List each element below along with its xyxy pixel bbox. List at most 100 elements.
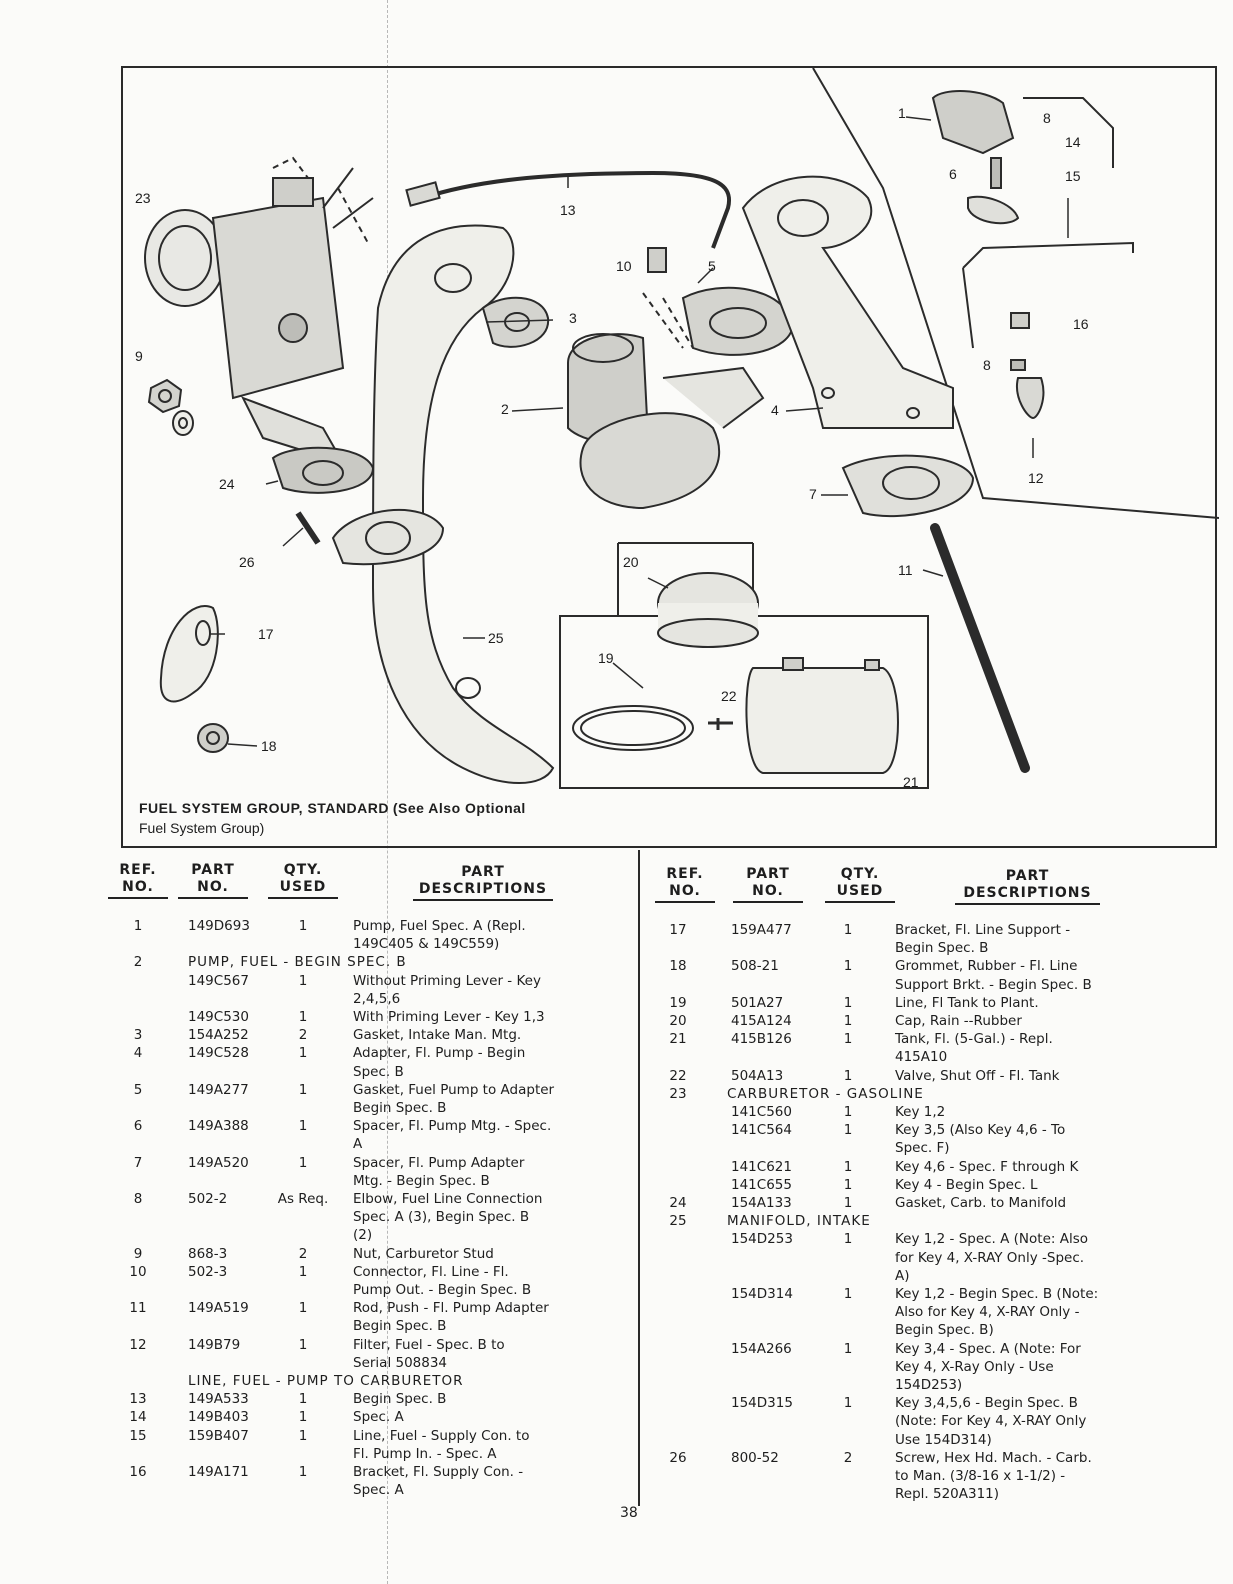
- ref-no: 8: [133, 1191, 143, 1207]
- qty-used: 1: [298, 1300, 308, 1317]
- part-description: Serial 508834: [353, 1354, 448, 1371]
- header-ref-no: REF.NO.: [108, 862, 168, 899]
- qty-used: 1: [298, 1409, 308, 1426]
- ref-no: 3: [133, 1027, 143, 1044]
- part-description: for Key 4, X-RAY Only -Spec.: [895, 1249, 1085, 1266]
- part-description: Rod, Push - Fl. Pump Adapter: [353, 1300, 549, 1317]
- part-no: 154A252: [188, 1027, 249, 1044]
- part-no: 502-2: [188, 1191, 228, 1207]
- part-no: 149B403: [188, 1409, 249, 1426]
- part-no: 149B79: [188, 1336, 241, 1353]
- part-description: Nut, Carburetor Stud: [353, 1245, 494, 1262]
- ref-no: 11: [129, 1300, 147, 1317]
- part-description: Pump, Fuel Spec. A (Repl.: [353, 918, 526, 934]
- qty-used: 1: [843, 994, 853, 1011]
- part-description: Key 1,2 - Begin Spec. B (Note:: [895, 1286, 1099, 1302]
- qty-used: 1: [843, 1195, 853, 1211]
- qty-used: As Req.: [277, 1191, 329, 1207]
- ref-no: 16: [129, 1464, 147, 1480]
- part-no: 154D315: [731, 1395, 793, 1412]
- figure-caption: FUEL SYSTEM GROUP, STANDARD (See Also Op…: [139, 798, 619, 838]
- callout-11: 11: [898, 562, 913, 578]
- part-description: Begin Spec. B): [895, 1322, 994, 1339]
- ref-no: 12: [129, 1336, 147, 1353]
- part-description: Fl. Pump In. - Spec. A: [353, 1445, 497, 1462]
- callout-8-mid: 8: [983, 357, 991, 373]
- callout-25: 25: [488, 630, 504, 646]
- caption-title: FUEL SYSTEM GROUP, STANDARD: [139, 800, 389, 816]
- callout-10: 10: [616, 258, 632, 274]
- qty-used: 1: [298, 1009, 308, 1025]
- part-description: Cap, Rain --Rubber: [895, 1013, 1022, 1029]
- pump-adapter-drawing: [741, 175, 954, 429]
- ref-no: 1: [133, 918, 143, 934]
- ref-no: 19: [669, 994, 687, 1011]
- push-rod-drawing: [930, 523, 1030, 773]
- part-no: 149A277: [188, 1081, 249, 1098]
- page-fold-line: [387, 0, 388, 1584]
- callout-7: 7: [809, 486, 817, 502]
- part-description: 149C405 & 149C559): [353, 936, 500, 953]
- part-description: Support Brkt. - Begin Spec. B: [895, 976, 1092, 993]
- part-no: 159B407: [188, 1427, 249, 1444]
- part-description: Key 3,4,5,6 - Begin Spec. B: [895, 1395, 1078, 1412]
- section-heading: PUMP, FUEL - BEGIN SPEC. B: [188, 954, 407, 971]
- part-no: 149A171: [188, 1464, 249, 1480]
- header-ref-no-right: REF.NO.: [655, 866, 715, 903]
- screw-drawing: [295, 511, 321, 545]
- qty-used: 1: [843, 958, 853, 975]
- fuel-line-13-drawing: [422, 170, 731, 249]
- qty-used: 1: [298, 1045, 308, 1062]
- part-description: Use 154D314): [895, 1431, 992, 1448]
- part-description: Spec. F): [895, 1140, 950, 1157]
- qty-used: 2: [843, 1449, 853, 1466]
- ref-no: 4: [133, 1045, 143, 1062]
- part-description: Gasket, Intake Man. Mtg.: [353, 1027, 522, 1044]
- part-description: A: [353, 1136, 363, 1153]
- qty-used: 1: [298, 1464, 308, 1480]
- ref-no: 21: [669, 1031, 687, 1048]
- part-description: Adapter, Fl. Pump - Begin: [353, 1045, 526, 1062]
- part-description: Gasket, Fuel Pump to Adapter: [353, 1081, 555, 1098]
- part-no: 149C567: [188, 972, 249, 989]
- callout-9: 9: [135, 348, 143, 364]
- part-no: 149C530: [188, 1009, 249, 1025]
- ref-no: 13: [129, 1391, 147, 1408]
- parts-illustration: [144, 68, 1219, 789]
- part-description: Key 3,4 - Spec. A (Note: For: [895, 1340, 1081, 1357]
- qty-used: 2: [298, 1245, 308, 1262]
- ref-no: 2: [133, 954, 143, 971]
- callout-13: 13: [560, 202, 576, 218]
- callout-15: 15: [1065, 168, 1081, 184]
- part-description: Key 1,2 - Spec. A (Note: Also: [895, 1231, 1089, 1248]
- callout-16: 16: [1073, 316, 1089, 332]
- part-no: 149A533: [188, 1391, 249, 1408]
- callout-26: 26: [239, 554, 255, 570]
- part-description: Begin Spec. B: [353, 1318, 447, 1335]
- part-no: 141C655: [731, 1176, 792, 1193]
- part-description: Bracket, Fl. Supply Con. -: [353, 1464, 524, 1480]
- part-no: 154D314: [731, 1286, 793, 1302]
- part-description: Tank, Fl. (5-Gal.) - Repl.: [895, 1031, 1053, 1048]
- part-no: 154A133: [731, 1195, 792, 1211]
- qty-used: 1: [843, 922, 853, 938]
- part-description: Pump Out. - Begin Spec. B: [353, 1281, 532, 1298]
- callout-2: 2: [501, 401, 509, 417]
- part-no: 501A27: [731, 994, 784, 1011]
- callout-12: 12: [1028, 470, 1044, 486]
- part-description: Connector, Fl. Line - Fl.: [353, 1263, 509, 1280]
- callout-17: 17: [258, 626, 274, 642]
- part-no: 502-3: [188, 1263, 228, 1280]
- qty-used: 1: [843, 1231, 853, 1248]
- part-description: Spacer, Fl. Pump Adapter: [353, 1154, 525, 1171]
- part-description: (2): [353, 1227, 373, 1244]
- qty-used: 1: [843, 1176, 853, 1193]
- ref-no: 17: [669, 922, 687, 938]
- exploded-parts-figure: 1 8 14 15 6 16 8 12 13 10 5 3 23 9 2 4 7…: [121, 66, 1219, 848]
- part-no: 154D253: [731, 1231, 793, 1248]
